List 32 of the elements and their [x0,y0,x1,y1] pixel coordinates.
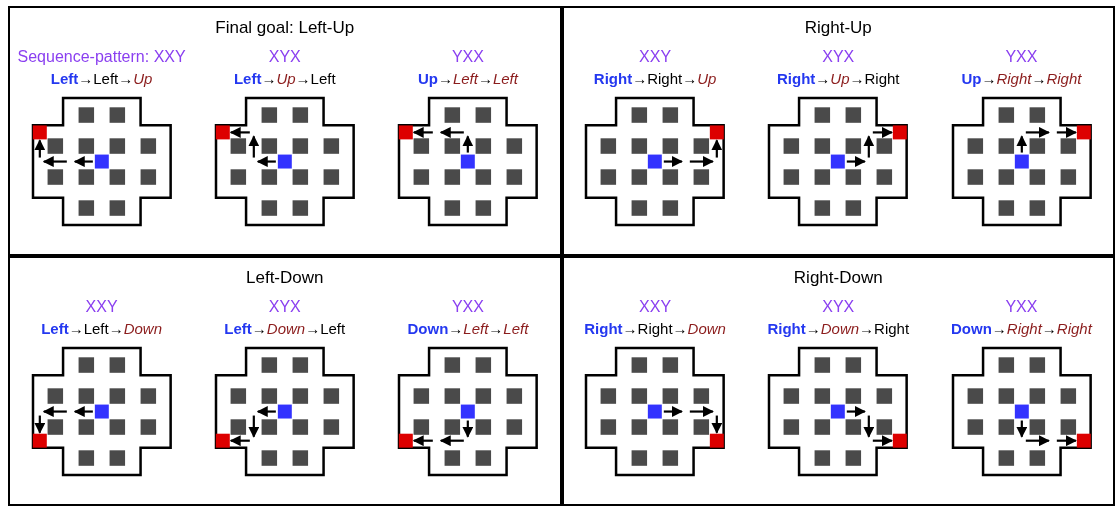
move-sequence: Right→Up→Right [777,70,900,87]
sequence-pattern: XYX [822,48,855,66]
sequence-pattern: Sequence-pattern: XXY [17,48,186,66]
move-sequence: Right→Down→Right [767,320,910,337]
move-sequence: Right→Right→Up [593,70,717,87]
goal-panel [561,6,1115,256]
panel-title: Right-Down [793,268,883,288]
move-sequence: Left→Left→Up [50,70,153,87]
move-sequence: Left→Down→Left [224,320,346,337]
move-sequence: Up→Right→Right [961,70,1082,87]
move-sequence: Up→Left→Left [417,70,518,87]
sequence-pattern: XXY [639,48,672,66]
goal-panel [8,6,562,256]
panel-title: Final goal: Left-Up [215,18,355,38]
sequence-pattern: XYX [822,298,855,316]
panel-title: Right-Up [804,18,872,38]
sequence-pattern: YXX [1005,48,1038,66]
sequence-pattern: YXX [451,298,484,316]
sequence-pattern: XXY [85,298,118,316]
move-sequence: Down→Right→Right [951,320,1092,337]
sequence-pattern: XXY [639,298,672,316]
sequence-pattern: YXX [1005,298,1038,316]
move-sequence: Right→Right→Down [584,320,726,337]
sequence-pattern: YXX [451,48,484,66]
move-sequence: Down→Left→Left [407,320,529,337]
goal-panel [8,256,562,506]
sequence-pattern: XYX [268,298,301,316]
panel-title: Left-Down [246,268,324,288]
move-sequence: Left→Left→Down [41,320,163,337]
sequence-pattern: XYX [268,48,301,66]
goal-panel [561,256,1115,506]
move-sequence: Left→Up→Left [233,70,336,87]
